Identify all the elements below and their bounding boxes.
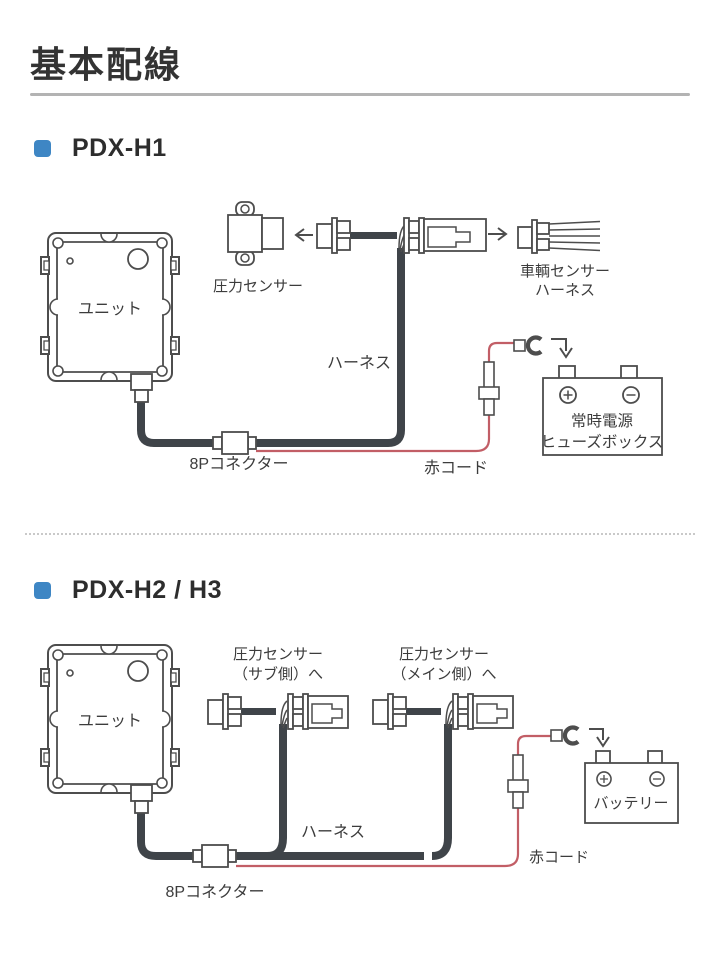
connector-8p: [192, 844, 237, 868]
blue-square-bullet-icon: [34, 140, 51, 157]
harness-connector-main: [452, 693, 514, 730]
unit-output-stub-tip: [134, 389, 149, 403]
arrow-to-battery-icon: [589, 728, 610, 748]
section-title-pdx-h2h3: PDX-H2 / H3: [72, 576, 222, 604]
unit-label: ユニット: [78, 301, 142, 318]
harness-label: ハーネス: [327, 354, 391, 372]
title-divider: [30, 93, 690, 96]
plus-terminal-icon: [559, 386, 577, 404]
unit-box: ユニット: [40, 232, 180, 403]
pressure-sensor-label: 圧力センサー: [213, 278, 303, 295]
fusebox: 常時電源 ヒューズボックス: [541, 365, 664, 456]
page-title: 基本配線: [30, 44, 183, 85]
section-heading-pdx-h1: PDX-H1: [34, 134, 167, 163]
fuse-holder-icon: [478, 361, 500, 416]
battery-label: バッテリー: [593, 795, 668, 812]
wire-fan-sub: [280, 700, 288, 729]
ring-terminal-icon: [551, 728, 578, 744]
sensor-sub-label-line2: （サブ側）へ: [233, 665, 323, 683]
sensor-main-label-line2: （メイン側）へ: [391, 666, 496, 683]
plug-connector-sub: [207, 693, 242, 730]
wire-fan-main: [445, 700, 453, 729]
red-cord-label: 赤コード: [424, 459, 488, 477]
connector-8p-label: 8Pコネクター: [190, 455, 289, 473]
fusebox-label-line2: ヒューズボックス: [541, 433, 664, 451]
section-title-pdx-h1: PDX-H1: [72, 134, 167, 162]
connector-8p: [212, 431, 257, 455]
sensor-main-label-line1: 圧力センサー: [399, 646, 489, 663]
section-heading-pdx-h2h3: PDX-H2 / H3: [34, 576, 222, 605]
harness-cable-unit-to-8p: [137, 811, 194, 860]
fusebox-label-line1: 常時電源: [571, 412, 633, 430]
arrow-right-icon: [488, 227, 508, 241]
red-cord-label: 赤コード: [529, 849, 589, 866]
plug-connector-main: [372, 693, 407, 730]
diagram-pdx-h2h3: ユニット 圧力センサー （サブ側）へ 圧力センサー （メイン側）へ 8Pコネクタ: [40, 644, 679, 901]
sensor-sub-label-line1: 圧力センサー: [233, 646, 323, 663]
harness-cable-main-run: [236, 724, 452, 860]
harness-connector: [403, 217, 487, 254]
ring-terminal-icon: [514, 338, 541, 354]
connector-8p-label: 8Pコネクター: [166, 883, 265, 901]
harness-cable-unit-to-8p: [137, 399, 214, 447]
fuse-holder-icon: [507, 754, 529, 809]
minus-terminal-icon: [649, 771, 665, 787]
harness-label: ハーネス: [301, 823, 365, 841]
unit-output-stub: [130, 784, 153, 802]
minus-terminal-icon: [622, 386, 640, 404]
plus-terminal-icon: [596, 771, 612, 787]
unit-output-stub-tip: [134, 800, 149, 814]
section-divider: [25, 533, 695, 535]
unit-label: ユニット: [78, 713, 142, 730]
arrow-left-icon: [294, 228, 313, 242]
red-cord-wire: [256, 341, 514, 453]
red-cord-wire: [236, 734, 551, 868]
unit-output-stub: [130, 373, 153, 391]
pressure-sensor: [227, 201, 284, 266]
unit-box: ユニット: [40, 644, 180, 814]
vehicle-harness-label-line1: 車輌センサー: [520, 263, 610, 280]
arrow-to-battery-icon: [551, 338, 573, 359]
diagram-pdx-h1: ユニット 圧力センサー: [40, 201, 664, 477]
harness-cable-8p-to-top: [256, 248, 405, 447]
battery: バッテリー: [584, 750, 679, 824]
plug-connector: [316, 217, 351, 254]
blue-square-bullet-icon: [34, 582, 51, 599]
vehicle-harness-label-line2: ハーネス: [535, 282, 595, 299]
harness-connector-sub: [287, 693, 349, 730]
vehicle-sensor-connector: [517, 219, 601, 254]
